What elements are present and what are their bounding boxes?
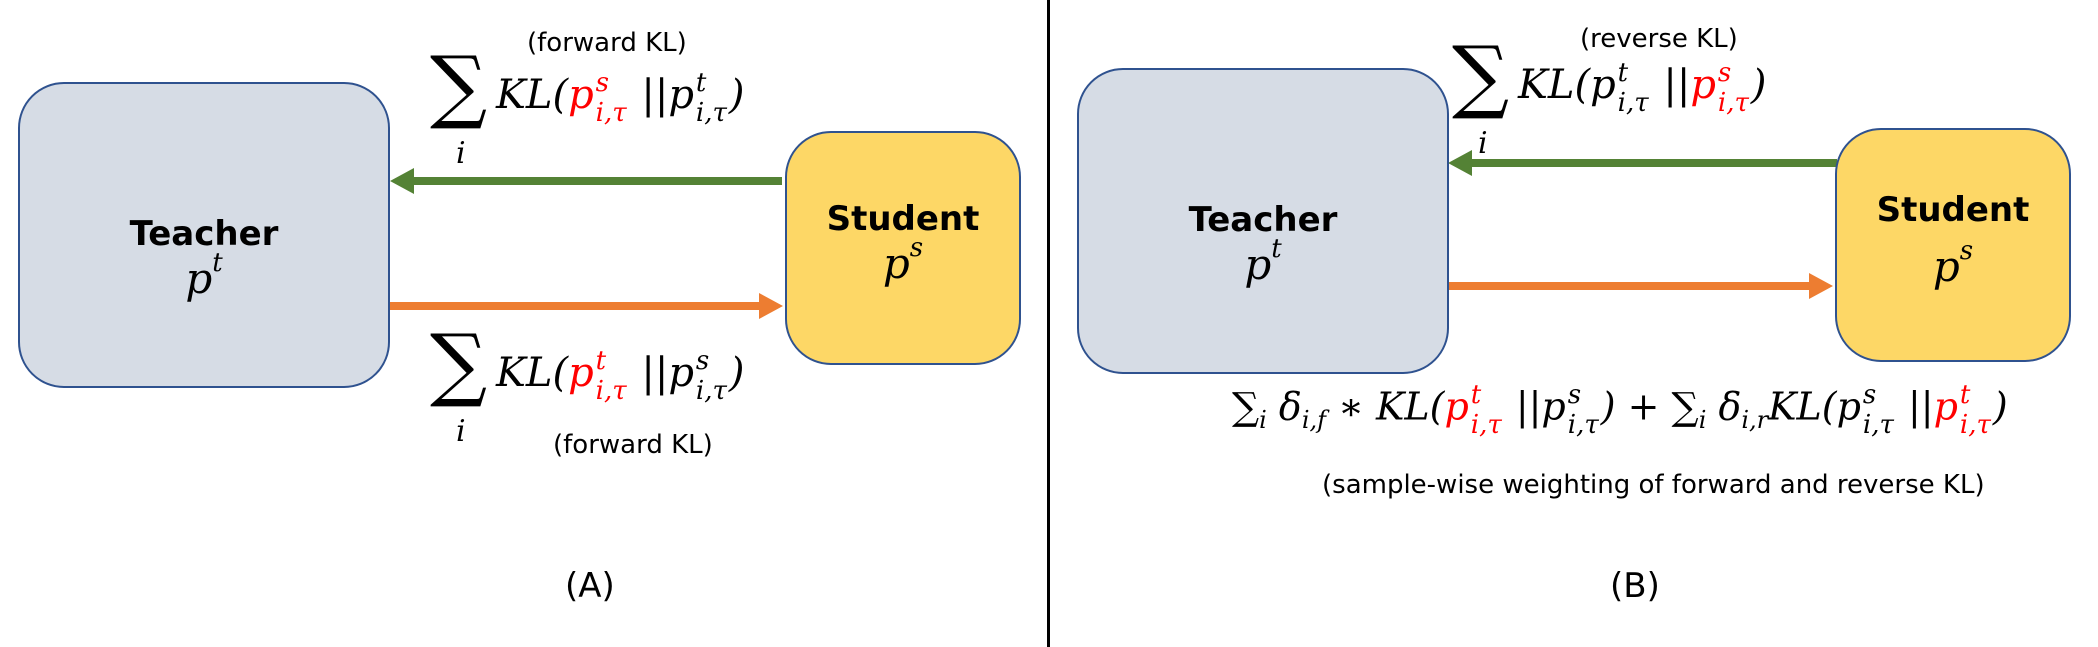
teacher-title-a: Teacher (129, 214, 279, 254)
teacher-symbol-a: pt (185, 248, 223, 303)
forward-kl-note-top: (forward KL) (527, 28, 687, 58)
teacher-box-a: Teacher pt (18, 82, 390, 388)
weighting-note: (sample-wise weighting of forward and re… (1322, 470, 1985, 500)
orange-arrow-b (1449, 273, 1833, 299)
green-arrow-b (1448, 150, 1837, 176)
teacher-box-b: Teacher pt (1077, 68, 1449, 374)
panel-divider (1047, 0, 1050, 647)
green-arrow-a (390, 168, 782, 194)
orange-arrow-a (390, 293, 783, 319)
student-box-b: Student ps (1835, 128, 2071, 362)
panel-label-a: (A) (565, 566, 615, 606)
student-title-a: Student (826, 199, 980, 239)
panel-label-b: (B) (1610, 566, 1660, 606)
teacher-title-b: Teacher (1188, 200, 1338, 240)
student-symbol-b: ps (1932, 236, 1974, 291)
teacher-symbol-b: pt (1244, 234, 1282, 289)
student-symbol-a: ps (882, 233, 924, 288)
student-box-a: Student ps (785, 131, 1021, 365)
forward-kl-note-bottom: (forward KL) (553, 430, 713, 460)
reverse-kl-note: (reverse KL) (1580, 24, 1738, 54)
student-title-b: Student (1876, 190, 2030, 230)
